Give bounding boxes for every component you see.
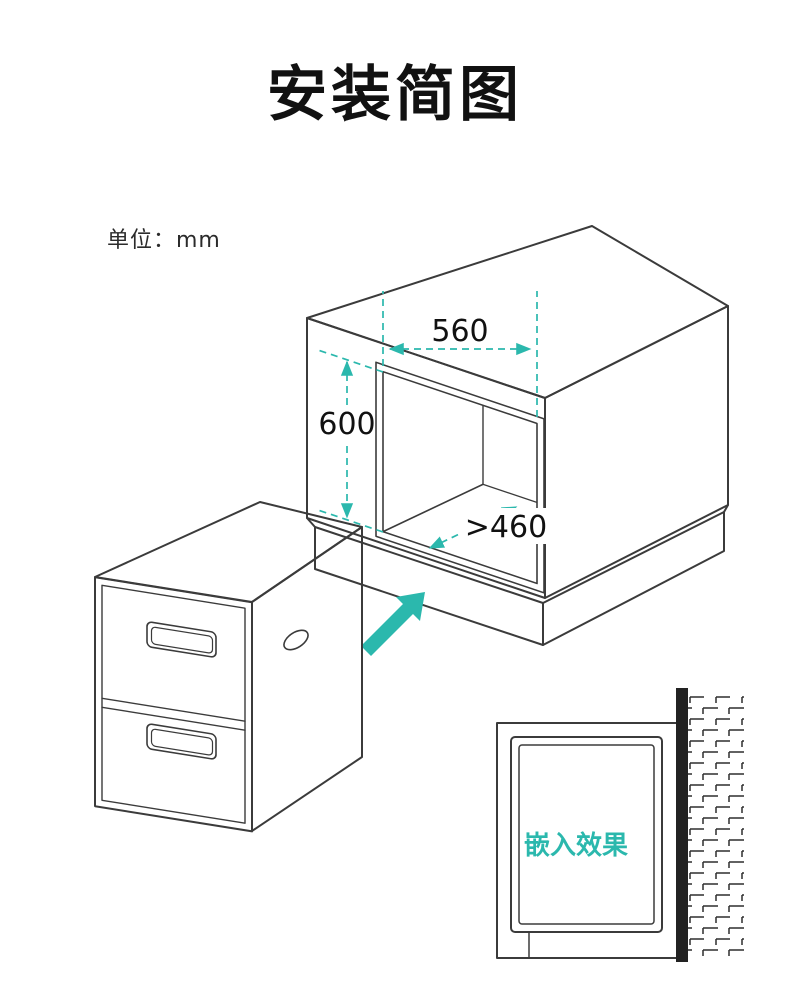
dimension-labels: 560 600 >460 (318, 314, 552, 545)
insert-direction-arrow-icon (361, 592, 425, 656)
embedded-appliance-outline (510, 736, 663, 933)
cutout-interior (383, 371, 537, 537)
embedded-label: 嵌入效果 (524, 830, 628, 861)
appliance-right-face (251, 526, 363, 832)
dimension-height-label: 600 (318, 407, 375, 442)
dimension-width-label: 560 (431, 314, 488, 349)
dim-line-depth (428, 506, 518, 549)
ext-line-height-bottom (317, 509, 384, 533)
page-title: 安装简图 (267, 60, 523, 130)
unit-label: 单位：mm (107, 228, 221, 253)
embedded-effect-view: 嵌入效果 (496, 688, 744, 962)
side-handle-hole (283, 629, 309, 651)
counter-plinth-right (542, 511, 725, 646)
appliance-top-face (94, 501, 363, 603)
drawer-handle (146, 723, 217, 760)
counter-right-face (544, 305, 729, 599)
counter-section-outline (496, 722, 676, 959)
drawer-divider (101, 697, 246, 722)
drawer-handle-inner (150, 728, 214, 756)
drawer-divider (101, 706, 246, 731)
cutout-frame (375, 361, 545, 594)
dimension-depth-label: >460 (465, 510, 547, 545)
appliance-front-frame (101, 584, 246, 824)
cutout-opening (382, 370, 538, 585)
wall-hatch (688, 692, 744, 958)
ext-line-height-top (317, 349, 384, 373)
appliance-drawing (94, 501, 363, 833)
counter-front-face (306, 317, 546, 599)
counter-top-face (306, 225, 729, 399)
embedded-appliance-inner (518, 744, 655, 925)
drawer-handle-inner (150, 626, 214, 654)
appliance-front-face (94, 576, 253, 833)
wall-bar (676, 688, 688, 962)
drawer-handle (146, 621, 217, 658)
